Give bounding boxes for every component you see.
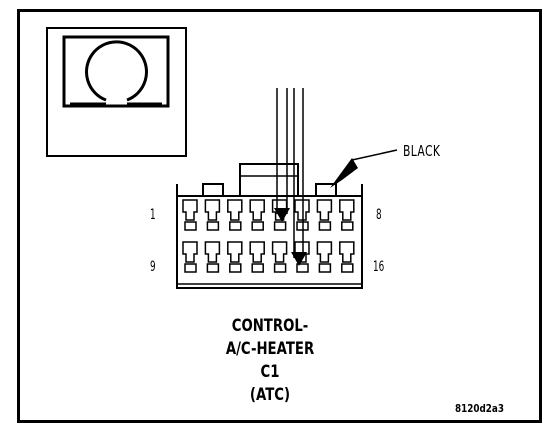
cavity-outline: [182, 241, 198, 263]
terminal-contact: [229, 221, 242, 231]
cavity-outline: [249, 199, 265, 221]
inset-loop-icon: [85, 40, 148, 102]
probe-arrow-left: [274, 208, 290, 222]
pin-label-9: 9: [150, 259, 156, 275]
cavity-outline: [204, 199, 221, 221]
terminal-contact: [341, 263, 354, 273]
terminal-cavity: [182, 199, 198, 231]
pin-label-1: 1: [150, 207, 156, 223]
cavity-outline: [182, 199, 198, 221]
leader-arrowhead: [330, 158, 358, 188]
terminal-contact: [229, 263, 242, 273]
terminal-cavity: [316, 199, 333, 231]
cavity-outline: [316, 199, 333, 221]
pin-label-16: 16: [373, 259, 385, 275]
terminal-contact: [206, 263, 220, 273]
terminal-cavity: [316, 241, 333, 273]
terminal-cavity: [227, 241, 243, 273]
probe-arrow-right: [291, 252, 307, 266]
terminal-contact: [318, 221, 332, 231]
cavity-outline: [227, 199, 243, 221]
inset-connector-face: [62, 35, 170, 108]
cavity-outline: [271, 241, 288, 263]
inset-frame: [46, 27, 187, 157]
title-line-2: A/C-HEATER: [225, 339, 315, 359]
orientation-inset: [46, 27, 187, 157]
terminal-cavity: [339, 199, 355, 231]
connector-color-label: BLACK: [403, 142, 441, 160]
cavity-outline: [339, 241, 355, 263]
terminal-contact: [206, 221, 220, 231]
terminal-contact: [296, 263, 309, 273]
terminal-cavity: [271, 241, 288, 273]
terminal-contact: [184, 263, 197, 273]
terminal-contact: [251, 221, 264, 231]
terminal-cavity: [249, 199, 265, 231]
cavity-outline: [316, 241, 333, 263]
black-callout-leader: [330, 149, 398, 188]
terminal-cavity: [204, 241, 221, 273]
cavity-outline: [227, 241, 243, 263]
right-key: [315, 183, 337, 197]
left-key: [202, 183, 224, 197]
terminal-contact: [318, 263, 332, 273]
pin-label-8: 8: [376, 207, 382, 223]
leader-line: [351, 149, 398, 161]
probe-arrows: [274, 88, 307, 266]
terminal-cavity: [249, 241, 265, 273]
terminal-cavity: [204, 199, 221, 231]
title-line-1: CONTROL-: [231, 316, 309, 336]
terminal-cavity: [339, 241, 355, 273]
top-lock-tab: [239, 163, 299, 197]
terminal-contact: [341, 221, 354, 231]
title-line-4: (ATC): [249, 385, 291, 405]
cavity-outline: [339, 199, 355, 221]
terminal-contact: [251, 263, 264, 273]
terminal-cavity: [294, 199, 310, 231]
terminal-contact: [273, 221, 287, 231]
title-line-3: C1: [260, 362, 280, 382]
figure-code: 8120d2a3: [455, 402, 504, 415]
terminal-cavity: [227, 199, 243, 231]
terminal-cavity: [182, 241, 198, 273]
terminal-contact: [273, 263, 287, 273]
cavity-outline: [204, 241, 221, 263]
terminal-contact: [184, 221, 197, 231]
outer-frame: [17, 9, 542, 423]
cavity-grid: [182, 199, 355, 273]
cavity-outline: [294, 199, 310, 221]
cavity-outline: [249, 241, 265, 263]
connector-body: [176, 163, 363, 289]
